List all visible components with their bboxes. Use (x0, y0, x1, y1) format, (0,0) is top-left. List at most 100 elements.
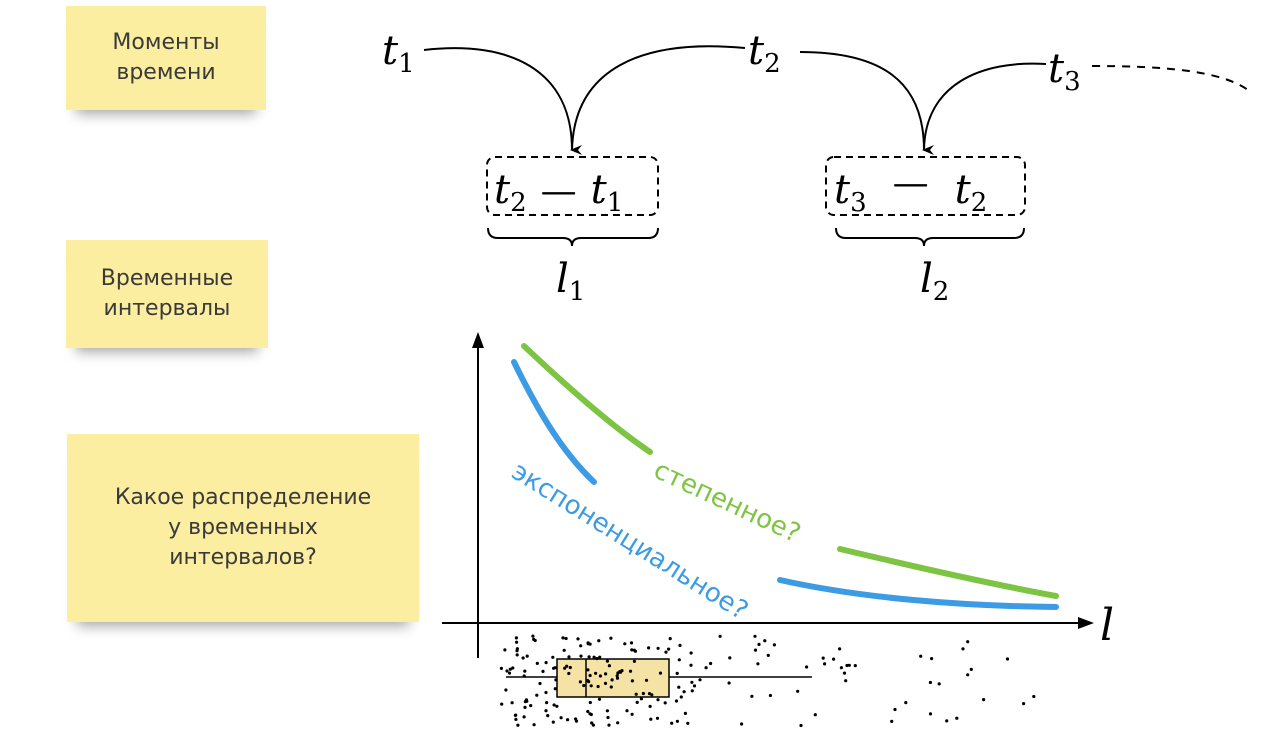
data-point (588, 700, 592, 705)
data-point (823, 662, 827, 666)
data-point (515, 647, 520, 651)
underbrace-2 (835, 227, 1025, 247)
data-point (554, 678, 558, 682)
data-point (546, 714, 550, 718)
power-law-curve-lower (837, 546, 1059, 599)
data-point (629, 641, 634, 645)
data-point (821, 656, 825, 660)
data-point (522, 715, 526, 719)
data-point (561, 636, 565, 640)
data-point (595, 657, 599, 661)
data-point (565, 664, 569, 668)
data-point (853, 664, 857, 668)
data-point (507, 671, 512, 675)
data-point (516, 723, 520, 727)
data-point (578, 680, 583, 684)
data-point (603, 681, 608, 686)
data-point (510, 701, 514, 705)
data-point (704, 666, 708, 670)
data-point (686, 721, 690, 725)
data-point (727, 681, 731, 685)
data-point (630, 648, 634, 652)
note-time-moments: Моменты времени (66, 6, 266, 110)
data-point (969, 667, 973, 672)
data-point (842, 671, 847, 675)
data-point (587, 655, 591, 659)
data-point (656, 698, 660, 702)
data-point (582, 683, 586, 688)
data-point (579, 654, 583, 658)
data-point (677, 685, 681, 689)
data-point (620, 669, 624, 673)
data-point (525, 654, 529, 658)
data-point (594, 671, 598, 675)
data-point (832, 657, 836, 661)
exponential-curve-upper (511, 359, 597, 485)
data-point (668, 637, 672, 641)
data-point (532, 723, 536, 727)
difference-box-1 (486, 156, 659, 216)
data-point (564, 636, 568, 641)
data-point (683, 711, 688, 716)
data-point (928, 680, 933, 685)
connector-t2-to-diff1 (571, 45, 746, 151)
data-point (904, 701, 908, 705)
data-point (757, 642, 761, 647)
data-point (551, 655, 555, 659)
difference-t2-minus-t1: t2—t1 (494, 167, 623, 218)
data-point (845, 663, 849, 668)
data-point (616, 721, 620, 725)
x-axis-arrow (1078, 617, 1094, 629)
data-point (514, 636, 519, 640)
data-point (893, 707, 897, 712)
data-point (753, 648, 758, 652)
data-point (740, 722, 744, 726)
data-point (670, 721, 674, 725)
connector-t2-to-diff2 (799, 51, 935, 155)
data-point (504, 688, 508, 692)
power-law-label: степенное? (649, 455, 805, 549)
data-point (658, 671, 663, 675)
data-point (598, 674, 603, 678)
data-point (635, 700, 639, 705)
data-point (513, 713, 518, 717)
data-point (499, 666, 503, 671)
data-point (890, 719, 894, 724)
data-point (544, 661, 548, 665)
data-point (538, 681, 542, 686)
data-point (799, 723, 803, 728)
data-point (647, 692, 652, 696)
data-point (551, 720, 555, 724)
data-point (633, 649, 638, 653)
data-point (586, 709, 590, 714)
data-point (847, 663, 851, 667)
data-point (961, 647, 965, 651)
data-point (625, 709, 629, 713)
data-point (709, 661, 713, 666)
data-point (610, 678, 614, 682)
data-point (966, 640, 970, 644)
data-point (574, 717, 578, 721)
data-point (503, 648, 507, 652)
data-point (630, 712, 634, 716)
data-point (615, 676, 620, 680)
data-point (559, 716, 563, 720)
data-point (919, 654, 923, 658)
data-point (545, 701, 549, 705)
data-point (634, 692, 638, 696)
data-point (615, 674, 619, 678)
data-point (500, 702, 504, 706)
data-point (568, 665, 572, 670)
data-point (675, 719, 680, 723)
data-point (597, 697, 602, 701)
note-distribution-question-text: Какое распределение у временных интервал… (114, 485, 372, 570)
data-point (772, 643, 777, 647)
data-point (813, 713, 817, 717)
data-point (718, 634, 722, 638)
data-point (607, 664, 612, 668)
data-point (586, 668, 590, 672)
interval-l1: l1 (556, 256, 585, 307)
data-point (623, 642, 627, 646)
data-point (805, 665, 809, 669)
exponential-curve-lower (777, 577, 1059, 610)
